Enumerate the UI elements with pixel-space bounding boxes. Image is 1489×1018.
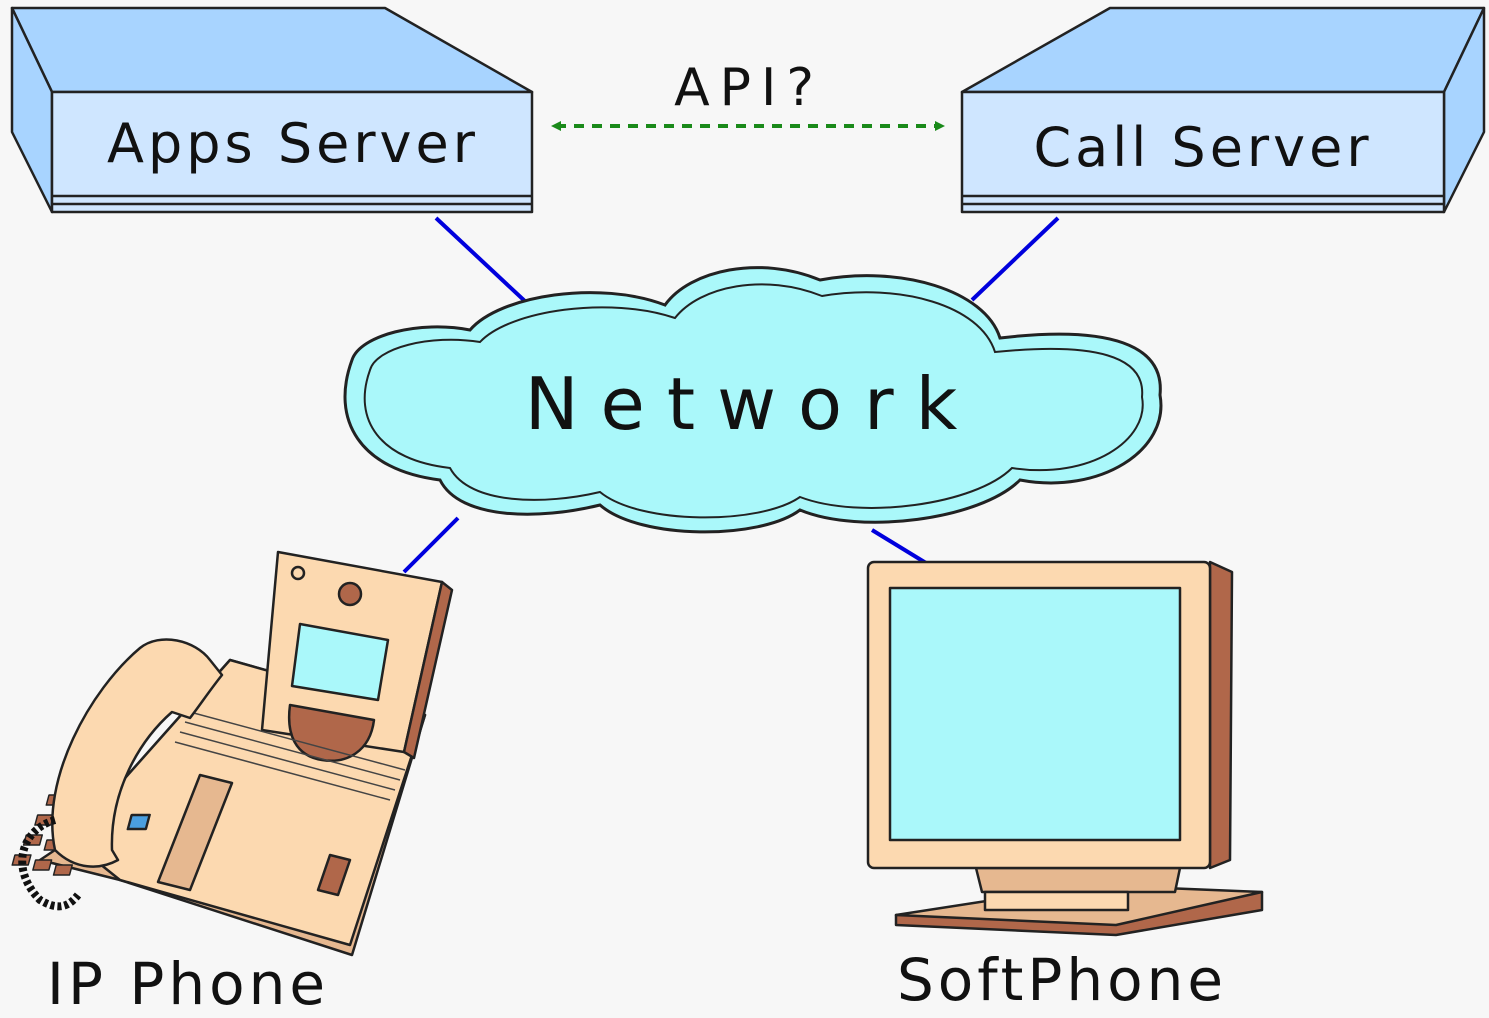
apps-server-label: Apps Server xyxy=(107,112,479,175)
ip-phone-icon xyxy=(11,550,454,957)
link-apps-server xyxy=(434,216,530,306)
network-cloud xyxy=(343,266,1163,534)
api-label: API? xyxy=(674,58,824,118)
link-ip-phone xyxy=(402,516,460,574)
network-label: Network xyxy=(524,362,980,446)
softphone-label: SoftPhone xyxy=(896,946,1228,1014)
call-server-box xyxy=(960,6,1486,214)
call-server-label: Call Server xyxy=(1033,116,1373,179)
softphone-monitor-icon xyxy=(866,560,1264,937)
apps-server-box xyxy=(10,6,534,214)
link-call-server xyxy=(970,216,1060,302)
ip-phone-label: IP Phone xyxy=(46,950,330,1018)
